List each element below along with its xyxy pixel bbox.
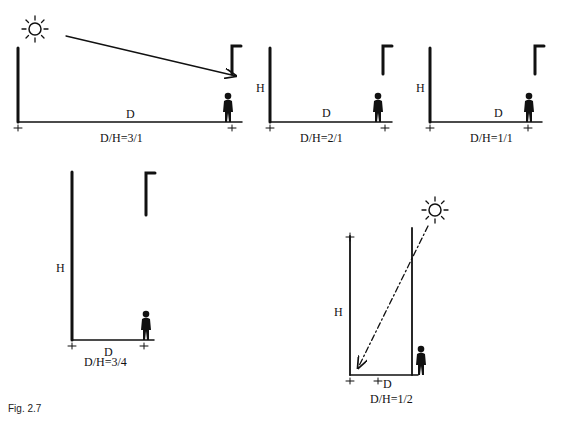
ratio-label: D/H=2/1 — [300, 132, 343, 144]
height-mark: H — [56, 262, 65, 274]
ratio-label: D/H=3/1 — [100, 132, 143, 144]
ratio-label: D/H=3/4 — [84, 356, 127, 368]
ratio-label: D/H=1/2 — [370, 393, 413, 405]
distance-mark: D — [126, 108, 135, 120]
height-mark: H — [416, 82, 425, 94]
height-mark: H — [256, 82, 265, 94]
distance-mark: D — [322, 107, 331, 119]
height-mark: H — [334, 306, 343, 318]
figure-caption: Fig. 2.7 — [8, 404, 41, 414]
distance-mark: D — [383, 378, 392, 390]
distance-mark: D — [494, 107, 503, 119]
ratio-label: D/H=1/1 — [470, 132, 513, 144]
